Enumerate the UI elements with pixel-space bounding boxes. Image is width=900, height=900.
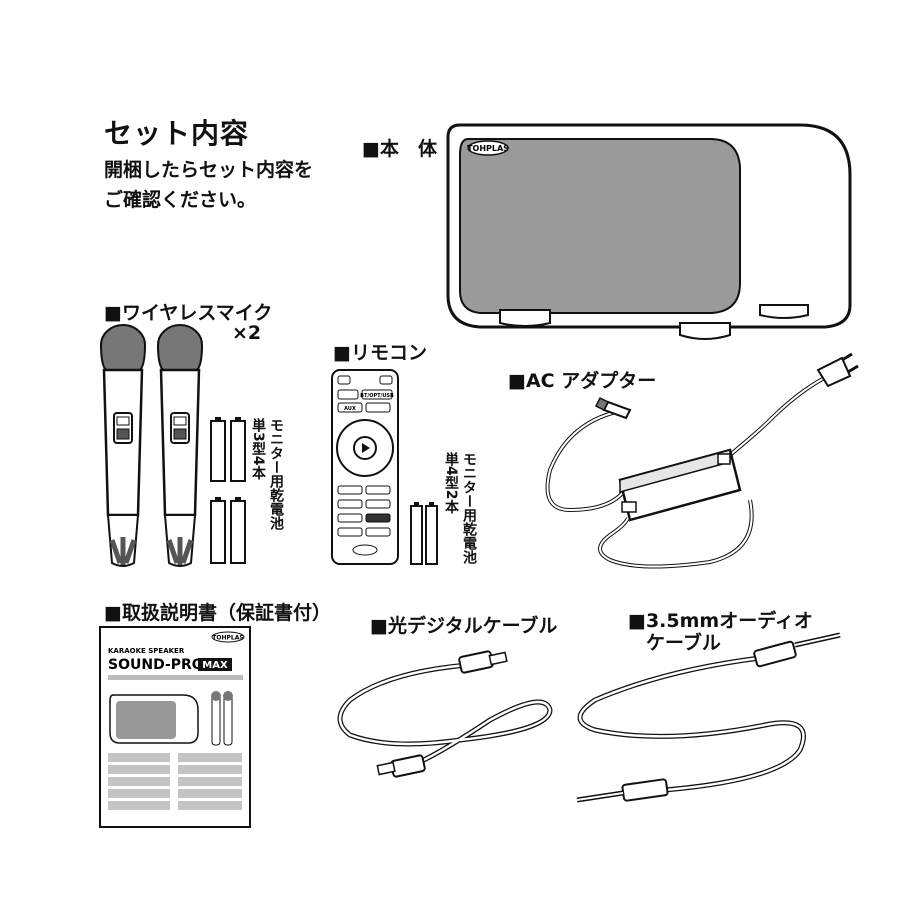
optical-cable-illustration <box>337 650 553 778</box>
remote-btn-bt-label: BT/OPT/USB <box>360 393 394 399</box>
brand-logo <box>467 140 509 156</box>
brand-logo-text: TOHPLAS <box>467 144 509 153</box>
remote-btn-aux-label: AUX <box>344 406 356 412</box>
label-wireless-mic: ■ワイヤレスマイク <box>104 302 273 324</box>
page-title: セット内容 <box>104 117 250 150</box>
label-optical-cable: ■光デジタルケーブル <box>370 615 558 637</box>
manual-product-suffix: MAX <box>202 660 228 671</box>
label-manual: ■取扱説明書（保証書付） <box>104 602 331 624</box>
manual-booklet-illustration: TOHPLAS KARAOKE SPEAKER SOUND-PRO MAX <box>99 626 251 828</box>
manual-product-name: SOUND-PRO <box>108 657 204 673</box>
label-audio-cable: ■3.5mmオーディオ ケーブル <box>628 610 813 654</box>
speaker-main-unit-illustration: TOHPLAS <box>446 123 852 340</box>
label-ac-adapter: ■AC アダプター <box>508 370 657 392</box>
microphone-1-illustration <box>100 324 146 567</box>
remote-control-illustration: BT/OPT/USB AUX <box>331 369 399 565</box>
label-audio-cable-line1: ■3.5mmオーディオ <box>628 610 813 632</box>
manual-subtitle: KARAOKE SPEAKER <box>108 647 185 655</box>
remote-battery-note-col1: モニター用乾電池 <box>461 452 477 564</box>
manual-brand-text: TOHPLAS <box>212 635 243 642</box>
remote-battery-note: モニター用乾電池 単4型2本 <box>443 452 477 564</box>
audio-cable-illustration <box>576 632 841 803</box>
label-remote: ■リモコン <box>333 342 427 364</box>
manual-brand-logo <box>211 631 245 643</box>
aaa-batteries-illustration <box>410 502 438 565</box>
intro-line-1: 開梱したらセット内容を <box>104 159 314 181</box>
label-mic-qty: ×2 <box>232 322 262 344</box>
aa-batteries-illustration <box>210 417 246 564</box>
mic-battery-note-col2: 単3型4本 <box>250 418 266 480</box>
mic-battery-note: モニター用乾電池 単3型4本 <box>250 418 284 530</box>
mic-battery-note-col1: モニター用乾電池 <box>268 418 284 530</box>
microphone-2-illustration <box>157 324 203 567</box>
intro-line-2: ご確認ください。 <box>104 189 257 211</box>
label-main-unit: ■本 体 <box>362 138 437 160</box>
label-audio-cable-line2: ケーブル <box>646 632 721 654</box>
ac-adapter-illustration <box>545 352 859 569</box>
remote-battery-note-col2: 単4型2本 <box>443 452 459 514</box>
intro-text: 開梱したらセット内容を ご確認ください。 <box>104 155 313 215</box>
